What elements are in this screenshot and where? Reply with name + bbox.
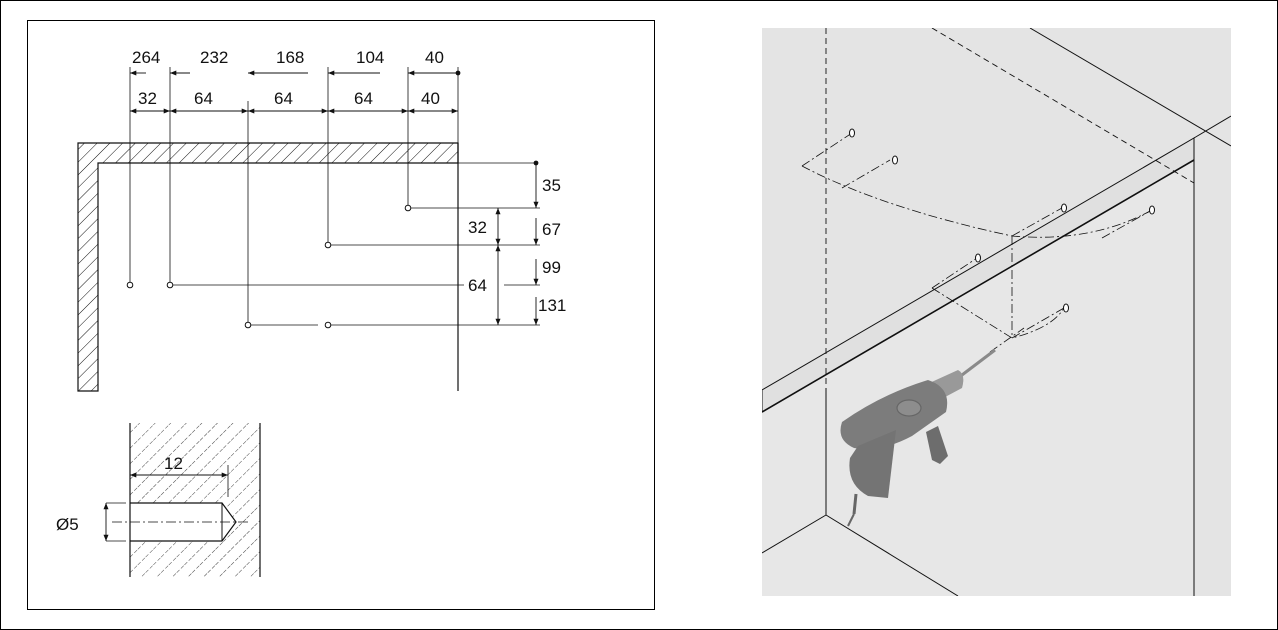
dim-top-cumulative-1: 264 — [132, 48, 160, 67]
dim-right-cumulative-2: 67 — [542, 220, 561, 239]
dim-top-spacing-5: 40 — [421, 89, 440, 108]
dim-top-spacing-4: 64 — [354, 89, 373, 108]
dim-hole-depth: 12 — [164, 454, 183, 473]
dim-top-cumulative-4: 104 — [356, 48, 384, 67]
hole-mark — [1061, 203, 1067, 213]
extension-lines-horizontal — [172, 162, 540, 326]
extension-lines-vertical — [129, 67, 459, 323]
drill-hole — [166, 281, 174, 289]
drill-hole — [244, 321, 252, 329]
dim-right-cumulative-4: 131 — [538, 296, 566, 315]
hole-mark — [975, 253, 981, 263]
drill-hole — [404, 204, 412, 212]
hidden-edges — [825, 28, 1195, 388]
hole-marks — [849, 128, 1155, 313]
dim-hole-diameter: Ø5 — [56, 515, 79, 534]
dim-top-spacing-3: 64 — [274, 89, 293, 108]
cabinet-outline — [762, 28, 1231, 596]
hole-mark — [1063, 303, 1069, 313]
drill-holes — [126, 204, 412, 329]
construction-lines — [801, 132, 1153, 353]
drill-hole — [324, 241, 332, 249]
origin-point-top — [455, 70, 461, 76]
hole-mark — [849, 128, 855, 138]
dim-right-cumulative-3: 99 — [542, 258, 561, 277]
cabinet-illustration-svg — [762, 28, 1231, 596]
dim-top-cumulative-3: 168 — [276, 48, 304, 67]
power-drill-icon — [840, 348, 996, 527]
drill-hole — [126, 281, 134, 289]
dimension-drawing-svg: 264 232 168 104 40 32 64 64 64 40 — [56, 48, 566, 577]
drilling-dimension-drawing: 264 232 168 104 40 32 64 64 64 40 — [27, 20, 655, 610]
drill-hole — [324, 321, 332, 329]
dim-right-spacing-2: 64 — [468, 276, 487, 295]
hole-mark — [892, 155, 898, 165]
hole-detail-section — [103, 423, 261, 577]
dim-top-cumulative-2: 232 — [200, 48, 228, 67]
dim-top-cumulative-5: 40 — [425, 48, 444, 67]
cabinet-side-panel — [762, 160, 1194, 596]
dim-top-spacing-1: 32 — [138, 89, 157, 108]
cabinet-drilling-illustration — [762, 28, 1231, 596]
dim-top-spacing-2: 64 — [194, 89, 213, 108]
dim-right-cumulative-1: 35 — [542, 176, 561, 195]
hole-mark — [1149, 205, 1155, 215]
cabinet-section — [77, 142, 459, 392]
dim-right-spacing-1: 32 — [468, 218, 487, 237]
